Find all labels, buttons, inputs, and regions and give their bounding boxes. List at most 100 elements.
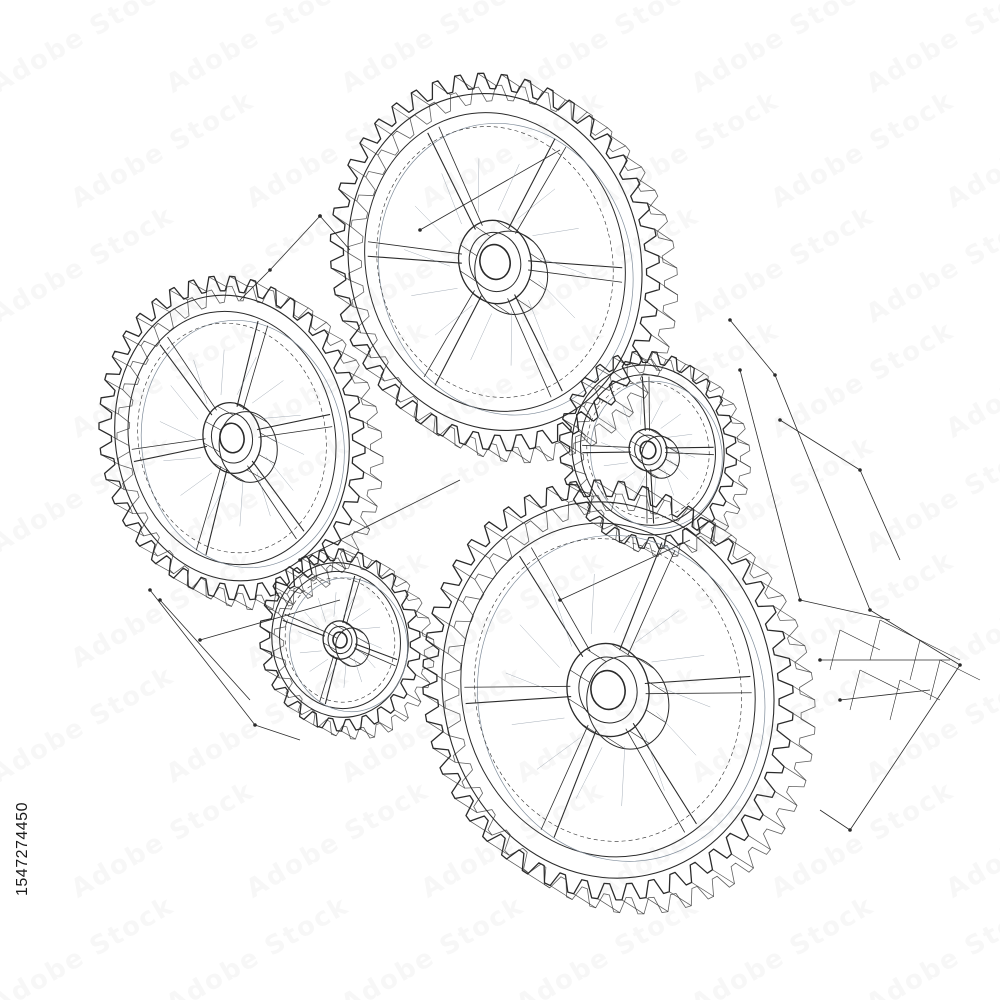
gear-construction-ray xyxy=(518,189,555,219)
construction-hatch xyxy=(860,670,900,690)
gear-tooth-edge xyxy=(363,421,381,431)
gear-spoke xyxy=(368,242,462,254)
gear-tooth-edge xyxy=(112,357,130,367)
gear-construction-ray xyxy=(435,305,472,335)
hub-edge xyxy=(235,403,251,412)
gear-tooth-edge xyxy=(319,551,333,559)
gear-tooth-edge xyxy=(453,565,475,579)
hub-edge xyxy=(636,465,649,472)
gear-tooth-edge xyxy=(376,561,390,569)
gear-tooth-edge xyxy=(364,472,382,482)
hub-ring xyxy=(463,227,527,297)
hub-bore xyxy=(218,421,247,454)
gear-rim-outer xyxy=(556,351,740,549)
gear-tooth-edge xyxy=(657,309,675,321)
construction-node xyxy=(418,228,422,232)
gear-construction-ray xyxy=(252,380,283,403)
gear-construction-ray xyxy=(334,592,336,617)
gear-spoke xyxy=(665,447,714,448)
construction-node xyxy=(858,468,862,472)
gear-tooth-edge xyxy=(651,335,669,347)
gear-tooth-edge xyxy=(598,899,620,913)
construction-line xyxy=(420,150,560,230)
gear-tooth-edge xyxy=(732,854,754,868)
gear-tooth-edge xyxy=(646,898,668,912)
gear-construction-ray xyxy=(512,718,565,725)
gear-tooth-edge xyxy=(443,436,461,448)
gear-construction-ray xyxy=(478,158,479,212)
gear-spoke xyxy=(646,693,752,694)
gear-spoke xyxy=(554,730,596,838)
gear-tooth-edge xyxy=(793,713,815,727)
gear-tooth-edge xyxy=(763,815,785,829)
gear-spoke xyxy=(620,543,662,651)
hub-edge xyxy=(658,468,671,475)
gear-tooth-edge xyxy=(790,740,812,754)
gear-rim-inner xyxy=(108,295,355,582)
gear-construction-ray xyxy=(305,612,321,630)
hub-edge xyxy=(647,471,660,478)
gear-hub xyxy=(197,398,282,487)
gear-tooth-edge xyxy=(358,552,372,560)
gear-construction-ray xyxy=(538,281,574,318)
construction-hatch xyxy=(920,640,960,660)
construction-hatch xyxy=(930,660,940,700)
hub-front xyxy=(558,636,657,745)
gear-spoke xyxy=(428,133,476,230)
gear-tooth-edge xyxy=(618,481,640,495)
gear-construction-ray xyxy=(614,582,640,633)
hub-edge xyxy=(247,470,263,479)
hub-ring xyxy=(208,410,257,467)
gear-spoke xyxy=(258,427,332,438)
gear-tooth-edge xyxy=(290,298,308,308)
hub-edge xyxy=(635,656,655,669)
gear-construction-ray xyxy=(552,589,572,646)
gear-tooth-edge xyxy=(443,774,465,788)
gear-tooth-edge xyxy=(189,281,207,291)
gear-spoke xyxy=(645,676,751,683)
construction-hatch xyxy=(830,630,840,670)
gear-construction-ray xyxy=(635,611,679,643)
gear-tooth-edge xyxy=(789,659,811,673)
gear-tooth-edge xyxy=(465,445,483,457)
gear-spoke xyxy=(257,414,330,429)
gear-hub xyxy=(558,636,677,757)
gear-spoke xyxy=(665,453,714,455)
gear-spoke xyxy=(247,466,296,539)
gear-teeth-back xyxy=(445,494,815,914)
hub-edge xyxy=(581,724,601,737)
gear-tooth-edge xyxy=(330,241,348,253)
gear-tooth-edge xyxy=(793,686,815,700)
gear-tooth-edge xyxy=(478,73,496,85)
gear-spoke xyxy=(628,550,675,655)
gear-tooth-edge xyxy=(729,416,743,424)
gear-small xyxy=(260,549,434,739)
gear-spoke xyxy=(168,337,217,410)
gear-tooth-edge xyxy=(322,728,336,736)
gear-construction-ray xyxy=(344,663,346,688)
gear-construction-ray xyxy=(404,250,450,267)
hub-ring xyxy=(326,625,354,656)
gear-construction-ray xyxy=(181,473,212,496)
gear-construction-ray xyxy=(263,415,300,418)
gear-tooth-edge xyxy=(170,290,188,300)
hub-edge xyxy=(348,657,361,664)
construction-node xyxy=(838,698,842,702)
gear-tooth-edge xyxy=(726,501,740,509)
gear-tooth-edge xyxy=(427,721,449,735)
hub-edge xyxy=(329,653,342,660)
gear-tooth-edge xyxy=(304,719,318,727)
construction-node xyxy=(728,318,732,322)
construction-node xyxy=(773,373,777,377)
gear-tooth-edge xyxy=(487,841,509,855)
construction-node xyxy=(318,214,322,218)
gear-tooth-edge xyxy=(672,356,686,364)
gear-spoke xyxy=(515,147,565,234)
gear-construction-ray xyxy=(268,437,304,454)
gear-construction-ray xyxy=(300,651,322,653)
gear-middle xyxy=(556,351,750,557)
gear-tooth-edge xyxy=(669,892,691,906)
gear-tooth-edge xyxy=(590,521,604,529)
gear-rim-inner xyxy=(333,85,656,439)
hub-edge xyxy=(473,293,489,304)
